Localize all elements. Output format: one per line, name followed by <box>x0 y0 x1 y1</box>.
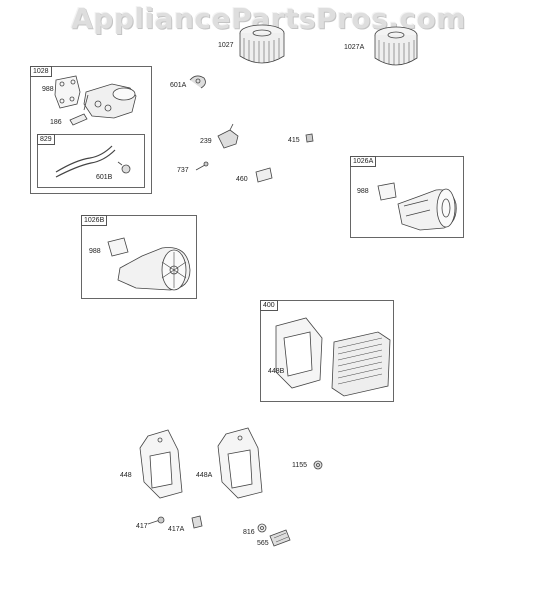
label-415: 415 <box>288 137 300 144</box>
oil-cooler-400[interactable] <box>331 331 391 397</box>
group-tag-1026B: 1026B <box>81 215 108 226</box>
clamp-601B[interactable] <box>117 161 131 174</box>
group-box-1028 <box>30 66 152 194</box>
label-737: 737 <box>177 167 189 174</box>
fitting-186[interactable] <box>69 113 88 126</box>
oil-filter-1027A[interactable] <box>374 26 418 66</box>
label-601A: 601A <box>170 82 187 89</box>
bracket-448B[interactable] <box>275 317 323 389</box>
label-239: 239 <box>200 138 212 145</box>
label-1027: 1027 <box>218 42 234 49</box>
fitting-565[interactable] <box>269 529 291 547</box>
spacer-417A[interactable] <box>191 515 203 529</box>
label-417: 417 <box>136 523 148 530</box>
plug-415[interactable] <box>305 133 314 143</box>
label-988-1026A: 988 <box>357 188 369 195</box>
oil-filter-1027[interactable] <box>239 24 285 64</box>
group-box-1026B <box>81 215 197 299</box>
clamp-601A[interactable] <box>189 75 206 89</box>
oil-switch-239[interactable] <box>217 123 239 149</box>
oil-filter-adapter-1028[interactable] <box>54 75 137 119</box>
label-460: 460 <box>236 176 248 183</box>
washer-816[interactable] <box>257 523 267 533</box>
bracket-448[interactable] <box>139 429 183 499</box>
bracket-448A[interactable] <box>217 427 263 499</box>
nut-1155[interactable] <box>313 460 323 470</box>
oil-filter-adapter-1026B[interactable] <box>107 237 191 291</box>
label-448B: 448B <box>268 368 285 375</box>
label-816: 816 <box>243 529 255 536</box>
label-988-1026B: 988 <box>89 248 101 255</box>
group-box-400 <box>260 300 394 402</box>
oil-hose-829[interactable] <box>55 145 116 178</box>
label-1155: 1155 <box>292 462 308 469</box>
screw-417[interactable] <box>147 516 165 525</box>
connector-460[interactable] <box>255 167 273 183</box>
label-448: 448 <box>120 472 132 479</box>
label-417A: 417A <box>168 526 185 533</box>
screw-737[interactable] <box>195 161 209 171</box>
label-1027A: 1027A <box>344 44 365 51</box>
group-tag-400: 400 <box>260 300 278 311</box>
group-box-1026A <box>350 156 464 238</box>
group-box-829 <box>37 134 145 188</box>
label-601B: 601B <box>96 174 113 181</box>
label-186: 186 <box>50 119 62 126</box>
label-565: 565 <box>257 540 269 547</box>
label-448A: 448A <box>196 472 213 479</box>
oil-filter-adapter-1026A[interactable] <box>377 182 457 231</box>
group-tag-1026A: 1026A <box>350 156 377 167</box>
label-988-1028: 988 <box>42 86 54 93</box>
group-tag-829: 829 <box>37 134 55 145</box>
group-tag-1028: 1028 <box>30 66 52 77</box>
